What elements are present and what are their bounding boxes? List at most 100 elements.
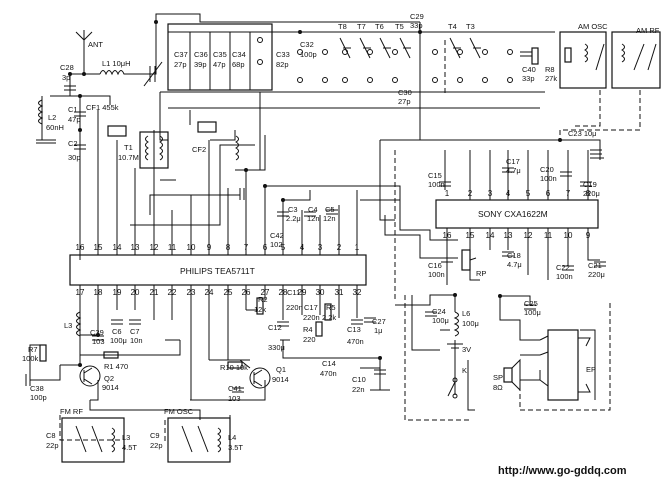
label-q1-value: 9014 bbox=[272, 375, 289, 384]
label-c39: C39 bbox=[90, 328, 104, 337]
label-l6: L6 bbox=[462, 309, 470, 318]
capacitor-c24 bbox=[425, 311, 437, 317]
label-am-osc: AM OSC bbox=[578, 22, 608, 31]
label-l4: L4 bbox=[228, 433, 236, 442]
label-c21-value: 220μ bbox=[588, 270, 605, 279]
label-c5: C5 bbox=[325, 205, 335, 214]
label-t3: T3 bbox=[466, 22, 475, 31]
capacitor-c12 bbox=[277, 321, 289, 327]
label-l3b: L3 bbox=[122, 433, 130, 442]
ic1-name: PHILIPS TEA5711T bbox=[180, 266, 255, 276]
band-switch-contacts bbox=[257, 37, 513, 83]
label-c3-value: 2.2μ bbox=[286, 214, 301, 223]
trimmer-t4 bbox=[449, 37, 461, 59]
ic1-pin: 31 bbox=[335, 288, 344, 297]
capacitor-c18 bbox=[502, 251, 514, 257]
capacitor-c6 bbox=[111, 319, 123, 325]
label-t4: T4 bbox=[448, 22, 457, 31]
ic2-pin: 11 bbox=[544, 231, 553, 240]
am-osc-coil bbox=[559, 31, 607, 89]
label-c14: C14 bbox=[322, 359, 336, 368]
trimmer-capacitor bbox=[143, 61, 163, 87]
ganged-tuning-links bbox=[59, 40, 641, 442]
label-c10: C10 bbox=[352, 375, 366, 384]
fm-osc-block bbox=[167, 417, 231, 463]
label-c13: C13 bbox=[347, 325, 361, 334]
r8-resistor bbox=[531, 47, 539, 65]
label-c24-value: 100μ bbox=[432, 316, 449, 325]
label-k: K bbox=[462, 366, 467, 375]
label-c18: C18 bbox=[507, 251, 521, 260]
label-c17b: C17 bbox=[304, 303, 318, 312]
ic1-pin: 3 bbox=[318, 243, 323, 252]
ic-cxa1622m: SONY CXA1622M 1 2 3 4 5 6 7 8 16 15 14 1… bbox=[435, 189, 599, 240]
label-t8: T8 bbox=[338, 22, 347, 31]
label-c23: C23 10μ bbox=[568, 129, 597, 138]
capacitor-c21 bbox=[594, 261, 606, 267]
capacitor-c39 bbox=[92, 335, 104, 341]
battery-3v bbox=[447, 343, 463, 349]
label-ant: ANT bbox=[88, 40, 103, 49]
capacitor-c41 bbox=[232, 387, 244, 393]
t1-transformer bbox=[139, 131, 169, 169]
label-c30: C30 bbox=[398, 88, 412, 97]
ic1-pin: 5 bbox=[281, 243, 286, 252]
cf2-filter bbox=[197, 121, 217, 133]
ic1-pin: 2 bbox=[337, 243, 342, 252]
label-c32: C32 bbox=[300, 40, 314, 49]
l6-coil bbox=[453, 311, 459, 337]
label-c4: C4 bbox=[308, 205, 318, 214]
label-c12: C12 bbox=[268, 323, 282, 332]
component-labels: ANT L1 10μH C28 3p L2 60nH C1 47p C2 30p… bbox=[22, 12, 660, 452]
r4-resistor bbox=[315, 321, 323, 337]
ic1-pin: 11 bbox=[168, 243, 177, 252]
ic1-pin: 13 bbox=[131, 243, 140, 252]
label-c38-value: 100p bbox=[30, 393, 47, 402]
ic1-pin: 4 bbox=[300, 243, 305, 252]
capacitor-c3 bbox=[277, 211, 289, 217]
earphone-jack bbox=[547, 329, 591, 401]
label-c22-value: 100n bbox=[556, 272, 573, 281]
ic1-pin: 21 bbox=[150, 288, 159, 297]
capacitor-c38 bbox=[25, 374, 31, 386]
label-r4: R4 bbox=[303, 325, 313, 334]
ic2-pin: 12 bbox=[524, 231, 533, 240]
ic2-pin: 3 bbox=[488, 189, 493, 198]
label-r5: R5 bbox=[326, 303, 336, 312]
antenna-symbol bbox=[75, 30, 93, 50]
label-l3b-value: 4.5T bbox=[122, 443, 137, 452]
r10-resistor bbox=[227, 361, 243, 369]
trimmer-t6 bbox=[379, 37, 391, 59]
label-r1: R1 470 bbox=[104, 362, 128, 371]
am-rf-coil bbox=[611, 31, 661, 89]
label-r4-value: 220 bbox=[303, 335, 316, 344]
label-c11-value: 220n bbox=[286, 303, 303, 312]
capacitor-c14 bbox=[351, 319, 363, 325]
label-c40: C40 bbox=[522, 65, 536, 74]
capacitor-c23 bbox=[590, 149, 602, 155]
label-c8: C8 bbox=[46, 431, 56, 440]
label-r10: R10 10k bbox=[220, 363, 248, 372]
r2-resistor bbox=[256, 297, 264, 315]
ic1-pin: 16 bbox=[76, 243, 85, 252]
capacitor-c1 bbox=[74, 111, 86, 117]
ic1-pin: 15 bbox=[94, 243, 103, 252]
label-c34-value: 68p bbox=[232, 60, 245, 69]
label-c29: C29 bbox=[410, 12, 424, 21]
label-c22: C22 bbox=[556, 263, 570, 272]
ic1-pin: 30 bbox=[316, 288, 325, 297]
label-c30-value: 27p bbox=[398, 97, 411, 106]
label-c2-value: 30p bbox=[68, 153, 81, 162]
capacitor-c25 bbox=[524, 304, 536, 310]
label-c28: C28 bbox=[60, 63, 74, 72]
label-c37-value: 27p bbox=[174, 60, 187, 69]
capacitor-c19 bbox=[580, 181, 592, 187]
ic2-pin: 5 bbox=[526, 189, 531, 198]
label-c12-value: 330μ bbox=[268, 343, 285, 352]
label-c24: C24 bbox=[432, 307, 446, 316]
label-c7-value: 10n bbox=[130, 336, 143, 345]
ic1-pin: 17 bbox=[76, 288, 85, 297]
label-c36: C36 bbox=[194, 50, 208, 59]
label-l1: L1 10μH bbox=[102, 59, 131, 68]
label-c1: C1 bbox=[68, 105, 78, 114]
